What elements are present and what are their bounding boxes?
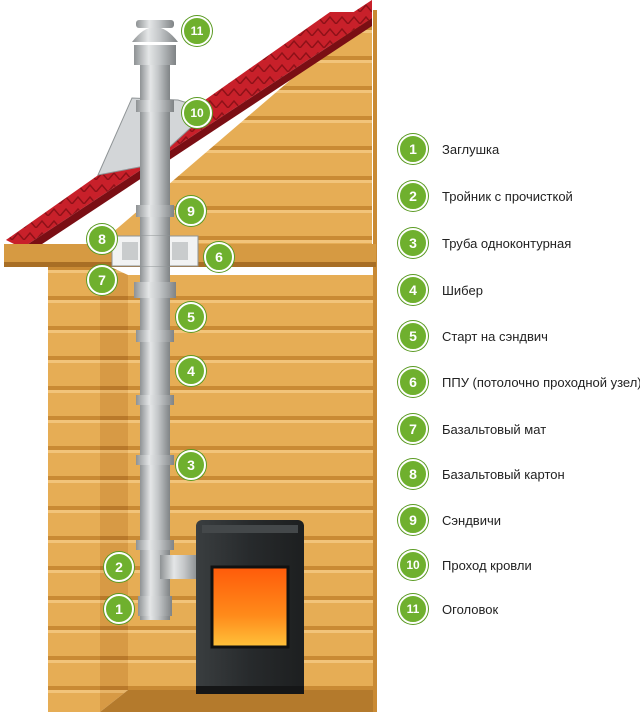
legend-badge: 9 — [398, 505, 428, 535]
legend-badge: 3 — [398, 228, 428, 258]
legend-badge: 1 — [398, 134, 428, 164]
stove-firebox — [210, 565, 290, 649]
legend-label: Тройник с прочисткой — [442, 188, 573, 204]
legend-item: 3 Труба одноконтурная — [398, 228, 571, 258]
legend-label: Базальтовый картон — [442, 466, 565, 482]
tee-connector — [160, 555, 200, 579]
legend-item: 8 Базальтовый картон — [398, 459, 565, 489]
callout-9: 9 — [176, 196, 206, 226]
callout-6: 6 — [204, 242, 234, 272]
legend-item: 4 Шибер — [398, 275, 483, 305]
legend-badge: 6 — [398, 367, 428, 397]
legend-label: Труба одноконтурная — [442, 235, 572, 251]
callout-7: 7 — [87, 265, 117, 295]
callout-10: 10 — [182, 98, 212, 128]
legend-label: ППУ (потолочно проходной узел) — [442, 374, 640, 390]
legend-badge: 2 — [398, 181, 428, 211]
legend-label: Шибер — [442, 282, 483, 298]
callout-8: 8 — [87, 224, 117, 254]
callout-4: 4 — [176, 356, 206, 386]
legend-badge: 7 — [398, 414, 428, 444]
legend-item: 10 Проход кровли — [398, 550, 532, 580]
legend-item: 7 Базальтовый мат — [398, 414, 546, 444]
chimney-cap — [132, 27, 178, 42]
legend-badge: 5 — [398, 321, 428, 351]
legend-item: 11 Оголовок — [398, 594, 498, 624]
room-floor — [100, 690, 373, 712]
callout-11: 11 — [182, 16, 212, 46]
legend-item: 2 Тройник с прочисткой — [398, 181, 573, 211]
legend-item: 5 Старт на сэндвич — [398, 321, 548, 351]
legend-label: Старт на сэндвич — [442, 328, 548, 344]
interior-side-wall — [100, 262, 128, 712]
legend-item: 9 Сэндвичи — [398, 505, 501, 535]
legend-badge: 4 — [398, 275, 428, 305]
legend-item: 1 Заглушка — [398, 134, 499, 164]
callout-2: 2 — [104, 552, 134, 582]
outer-wall — [48, 262, 100, 712]
callout-3: 3 — [176, 450, 206, 480]
legend-label: Оголовок — [442, 601, 499, 617]
legend-label: Базальтовый мат — [442, 421, 547, 437]
legend-badge: 8 — [398, 459, 428, 489]
legend-label: Проход кровли — [442, 557, 532, 573]
legend-badge: 11 — [398, 594, 428, 624]
legend-label: Сэндвичи — [442, 512, 501, 528]
callout-5: 5 — [176, 302, 206, 332]
legend-label: Заглушка — [442, 141, 500, 157]
legend-item: 6 ППУ (потолочно проходной узел) — [398, 367, 640, 397]
legend-badge: 10 — [398, 550, 428, 580]
callout-1: 1 — [104, 594, 134, 624]
